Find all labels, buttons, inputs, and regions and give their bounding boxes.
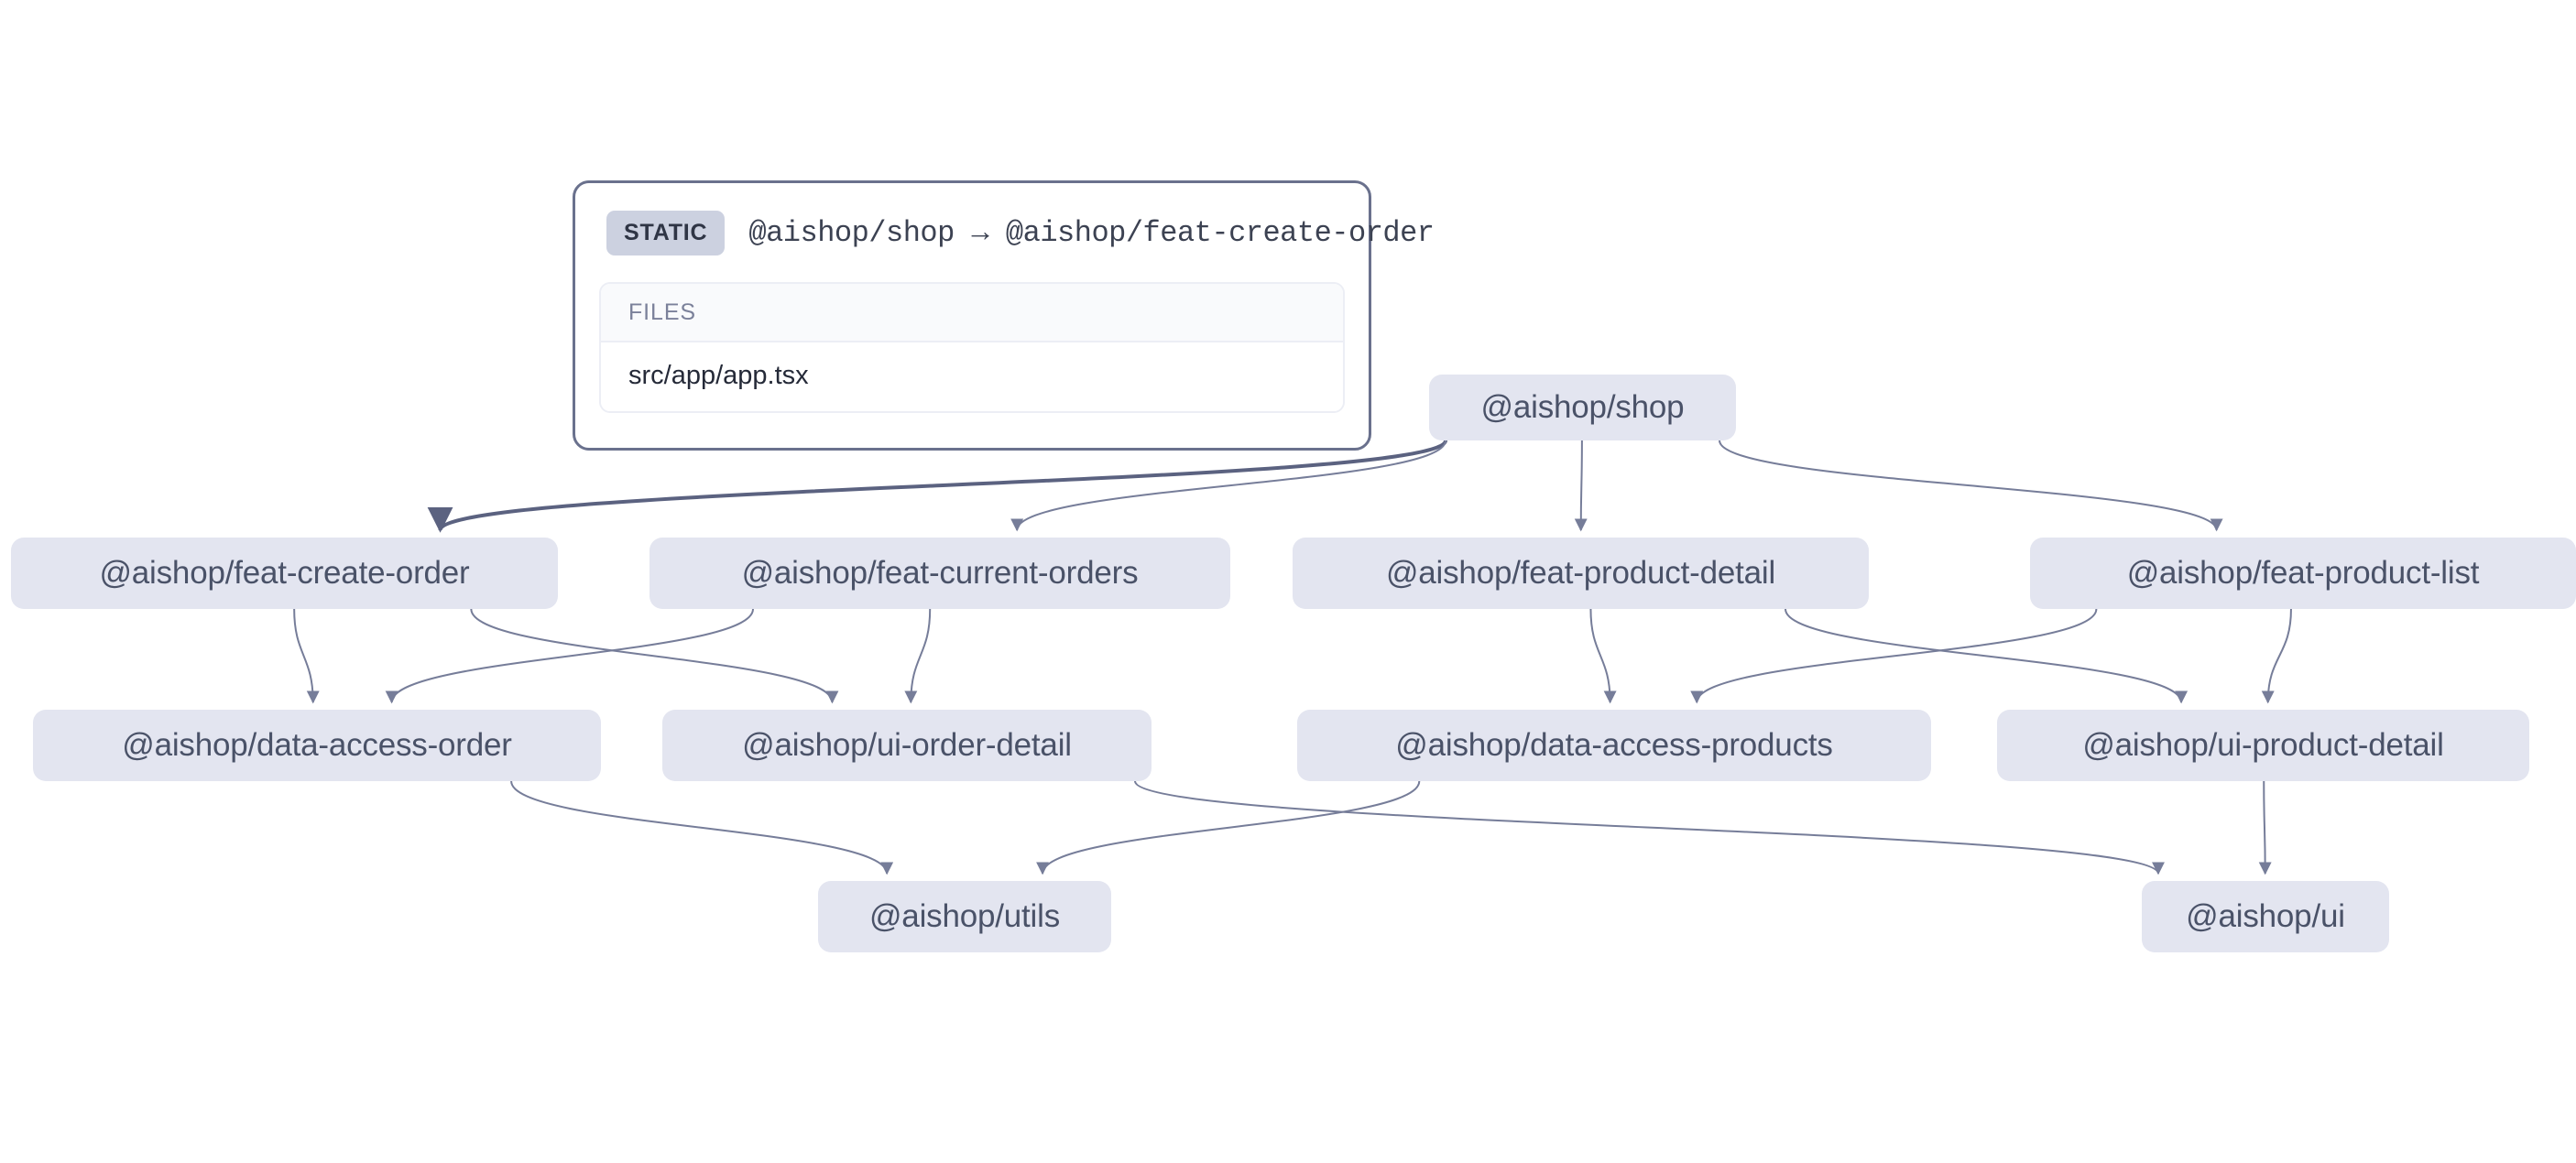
graph-node-utils[interactable]: @aishop/utils xyxy=(818,881,1111,952)
graph-node-label: @aishop/ui-order-detail xyxy=(742,727,1072,763)
edge-detail-tooltip[interactable]: STATIC @aishop/shop → @aishop/feat-creat… xyxy=(573,180,1435,451)
graph-node-data-access-order[interactable]: @aishop/data-access-order xyxy=(33,710,601,781)
graph-node-label: @aishop/ui xyxy=(2186,898,2345,934)
graph-node-feat-product-list[interactable]: @aishop/feat-product-list xyxy=(2030,538,2576,609)
graph-edge-feat-product-list-to-ui-product-detail[interactable] xyxy=(2261,608,2292,704)
graph-edge-shop-to-feat-product-detail[interactable] xyxy=(1574,440,1588,532)
graph-edge-feat-create-order-to-data-access-order[interactable] xyxy=(293,608,320,704)
graph-node-label: @aishop/utils xyxy=(868,898,1061,934)
graph-edge-shop-to-feat-current-orders[interactable] xyxy=(1010,440,1446,532)
graph-node-label: @aishop/data-access-products xyxy=(1395,727,1833,763)
graph-edge-feat-product-detail-to-data-access-products[interactable] xyxy=(1589,608,1617,704)
graph-node-feat-current-orders[interactable]: @aishop/feat-current-orders xyxy=(649,538,1230,609)
graph-edge-feat-current-orders-to-ui-order-detail[interactable] xyxy=(904,608,932,704)
graph-edge-feat-current-orders-to-data-access-order[interactable] xyxy=(385,608,754,704)
files-panel: FILES src/app/app.tsx xyxy=(599,282,1345,413)
graph-edge-ui-order-detail-to-ui[interactable] xyxy=(1134,780,2165,875)
graph-node-label: @aishop/feat-product-detail xyxy=(1385,555,1776,591)
graph-edge-feat-product-list-to-data-access-products[interactable] xyxy=(1690,608,2098,704)
graph-node-label: @aishop/ui-product-detail xyxy=(2082,727,2444,763)
graph-node-ui-order-detail[interactable]: @aishop/ui-order-detail xyxy=(662,710,1152,781)
tooltip-title: @aishop/shop → @aishop/feat-create-order xyxy=(748,215,1435,250)
graph-edge-ui-product-detail-to-ui[interactable] xyxy=(2258,780,2272,875)
graph-edge-shop-to-feat-product-list[interactable] xyxy=(1719,440,2223,532)
graph-edge-data-access-order-to-utils[interactable] xyxy=(510,780,894,875)
graph-node-label: @aishop/feat-create-order xyxy=(99,555,470,591)
graph-node-label: @aishop/shop xyxy=(1480,389,1685,425)
graph-edge-shop-to-feat-create-order[interactable] xyxy=(428,440,1447,533)
graph-node-label: @aishop/feat-product-list xyxy=(2126,555,2480,591)
graph-node-feat-product-detail[interactable]: @aishop/feat-product-detail xyxy=(1293,538,1869,609)
files-list: src/app/app.tsx xyxy=(601,342,1343,411)
graph-node-shop[interactable]: @aishop/shop xyxy=(1429,375,1736,440)
graph-node-feat-create-order[interactable]: @aishop/feat-create-order xyxy=(11,538,558,609)
graph-node-ui-product-detail[interactable]: @aishop/ui-product-detail xyxy=(1997,710,2529,781)
graph-node-label: @aishop/data-access-order xyxy=(122,727,512,763)
graph-edge-data-access-products-to-utils[interactable] xyxy=(1036,780,1421,875)
graph-edge-feat-product-detail-to-ui-product-detail[interactable] xyxy=(1785,608,2188,704)
graph-node-data-access-products[interactable]: @aishop/data-access-products xyxy=(1297,710,1931,781)
graph-node-label: @aishop/feat-current-orders xyxy=(741,555,1139,591)
file-row[interactable]: src/app/app.tsx xyxy=(601,342,1343,411)
graph-edge-feat-create-order-to-ui-order-detail[interactable] xyxy=(470,608,839,704)
files-section-header: FILES xyxy=(601,284,1343,342)
graph-node-ui[interactable]: @aishop/ui xyxy=(2142,881,2389,952)
tooltip-header: STATIC @aishop/shop → @aishop/feat-creat… xyxy=(599,203,1435,262)
status-badge: STATIC xyxy=(606,210,726,255)
